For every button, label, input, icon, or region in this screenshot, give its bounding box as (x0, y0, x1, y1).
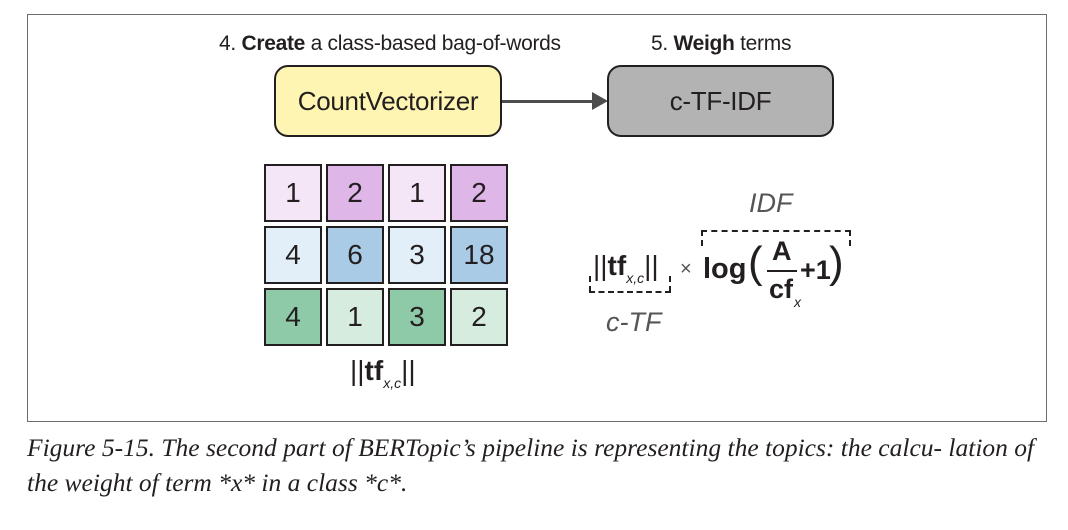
matrix-cell: 6 (326, 226, 384, 284)
matrix-tf-norm-label: ||tfx,c|| (350, 355, 416, 391)
matrix-norm-bars-left: || (350, 355, 365, 386)
ctf-label: c-TF (606, 307, 662, 337)
countvectorizer-label: CountVectorizer (297, 85, 479, 116)
formula-norm-bars-right: || (644, 250, 659, 281)
matrix-cell: 1 (326, 288, 384, 346)
ctfidf-label: c-TF-IDF (669, 85, 772, 116)
formula-norm-bars-left: || (593, 250, 608, 281)
matrix-cell: 3 (388, 288, 446, 346)
formula-tf-norm: ||tfx,c|| (593, 250, 659, 286)
formula-tf-symbol: tf (607, 250, 627, 281)
paren-open: ( (748, 238, 763, 287)
matrix-cell: 4 (264, 226, 322, 284)
matrix-tf-subscript: x,c (383, 375, 402, 391)
countvectorizer-box: CountVectorizer (274, 65, 502, 137)
step5-number: 5. (651, 32, 668, 55)
pipeline-arrow-shaft (502, 100, 594, 103)
matrix-cell: 1 (264, 164, 322, 222)
plus-one: +1 (800, 255, 831, 286)
matrix-cell: 18 (450, 226, 508, 284)
idf-bracket-right (849, 230, 851, 246)
fraction-numerator: A (772, 236, 792, 266)
denominator-cf: cf (769, 274, 794, 304)
times-sign: × (680, 258, 692, 280)
idf-bracket-top (701, 230, 851, 232)
ctfidf-box: c-TF-IDF (607, 65, 834, 137)
fraction-bar (767, 270, 797, 272)
step5-text: terms (740, 32, 792, 55)
step4-number: 4. (219, 32, 236, 55)
step4-label: 4. Create a class-based bag-of-words (219, 32, 561, 56)
matrix-norm-bars-right: || (401, 355, 416, 386)
step4-verb: Create (241, 32, 306, 55)
matrix-cell: 2 (326, 164, 384, 222)
ctf-bracket-bottom (589, 291, 671, 293)
diagram-frame (27, 14, 1047, 422)
ctf-bracket-right (669, 276, 671, 292)
plus-one-text: +1 (800, 255, 831, 285)
matrix-tf-symbol: tf (364, 355, 384, 386)
pipeline-arrow-head (592, 92, 608, 110)
figure-caption: Figure 5-15. The second part of BERTopic… (27, 433, 1035, 497)
matrix-cell: 2 (450, 164, 508, 222)
fraction-denominator: cfx (769, 274, 801, 310)
paren-close: ) (829, 238, 844, 287)
idf-bracket-left (701, 230, 703, 246)
matrix-cell: 2 (450, 288, 508, 346)
log-symbol: log (703, 253, 747, 285)
denominator-subscript: x (794, 294, 802, 310)
matrix-cell: 1 (388, 164, 446, 222)
ctf-bracket-left (589, 276, 591, 292)
step4-text: a class-based bag-of-words (310, 32, 561, 55)
step5-verb: Weigh (673, 32, 735, 55)
step5-label: 5. Weigh terms (651, 32, 791, 56)
idf-label: IDF (749, 188, 793, 218)
formula-tf-subscript: x,c (626, 270, 645, 286)
matrix-cell: 3 (388, 226, 446, 284)
matrix-cell: 4 (264, 288, 322, 346)
